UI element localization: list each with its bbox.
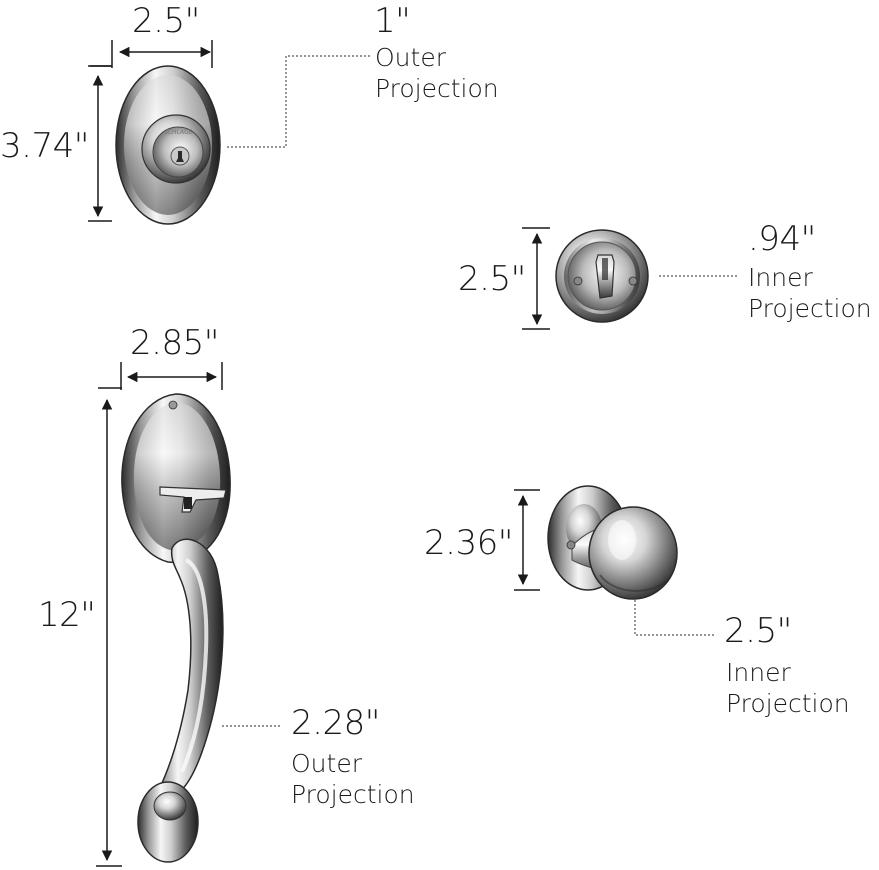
svg-text:SCHLAGE: SCHLAGE	[164, 129, 193, 136]
deadbolt-exterior-height-label: 3.74"	[0, 126, 89, 166]
handleset-dimensions	[96, 362, 280, 867]
deadbolt-exterior-dimensions	[88, 40, 370, 222]
handleset-projection-label-1: Outer	[291, 749, 362, 778]
interior-knob-projection-value: 2.5"	[724, 611, 792, 651]
deadbolt-interior-projection-label-2: Projection	[748, 294, 872, 323]
deadbolt-interior-projection-value: .94"	[748, 219, 816, 259]
deadbolt-interior-projection-label-1: Inner	[748, 263, 813, 292]
interior-knob-projection-label-2: Projection	[726, 689, 850, 718]
deadbolt-exterior-projection-label-2: Projection	[375, 74, 499, 103]
deadbolt-exterior-width-label: 2.5"	[132, 1, 200, 41]
deadbolt-exterior-figure: SCHLAGE	[115, 65, 221, 225]
interior-knob-projection-label-1: Inner	[726, 658, 791, 687]
interior-knob-figure	[547, 485, 678, 600]
deadbolt-interior-dimensions	[522, 227, 738, 330]
handleset-height-label: 12"	[38, 595, 96, 635]
interior-knob-dimensions	[514, 489, 716, 636]
deadbolt-exterior-projection-value: 1"	[374, 1, 411, 41]
deadbolt-interior-height-label: 2.5"	[458, 259, 526, 299]
handleset-projection-value: 2.28"	[291, 703, 380, 743]
handleset-width-label: 2.85"	[130, 323, 219, 363]
interior-knob-height-label: 2.36"	[424, 523, 513, 563]
handleset-projection-label-2: Projection	[291, 780, 415, 809]
handleset-figure	[121, 393, 231, 863]
deadbolt-exterior-projection-label-1: Outer	[375, 43, 446, 72]
deadbolt-interior-figure	[555, 229, 649, 323]
